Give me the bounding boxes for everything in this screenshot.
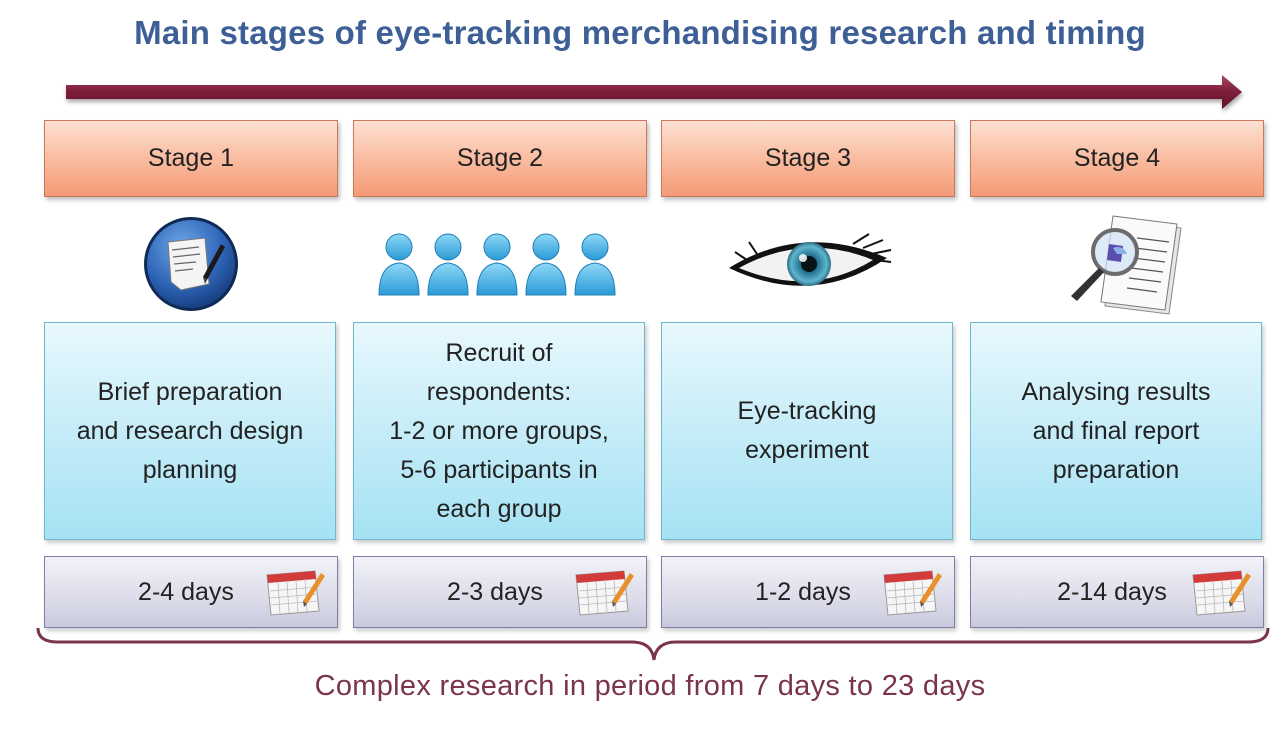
- stage-column-4: Stage 4 Analysing results and final repo…: [970, 120, 1264, 628]
- timeline-brace: [36, 627, 1270, 661]
- stage-description: Eye-tracking experiment: [737, 397, 877, 464]
- eye-icon: [729, 233, 892, 286]
- stage-header: Stage 2: [353, 120, 647, 197]
- stage-column-2: Stage 2 Recruit of respondents: 1-2 or m…: [353, 120, 647, 628]
- calendar-icon: [266, 570, 325, 616]
- stage-label: Stage 1: [147, 144, 235, 172]
- stage-description-box: Recruit of respondents: 1-2 or more grou…: [353, 322, 645, 540]
- document-pen-icon: [144, 217, 238, 311]
- duration-box: 2-14 days: [970, 556, 1264, 628]
- stage-label: Stage 2: [456, 144, 544, 172]
- duration-label: 2-4 days: [138, 577, 234, 606]
- stage-description: Recruit of respondents: 1-2 or more grou…: [389, 338, 609, 523]
- stage-header: Stage 1: [44, 120, 338, 197]
- stage-label: Stage 3: [764, 144, 852, 172]
- stage-description-box: Brief preparation and research design pl…: [44, 322, 336, 540]
- duration-label: 1-2 days: [755, 577, 851, 606]
- timeline-arrow: [66, 75, 1242, 109]
- diagram-title: Main stages of eye-tracking merchandisin…: [134, 14, 1146, 51]
- stage-header: Stage 4: [970, 120, 1264, 197]
- magnifier-report-icon: [1071, 215, 1182, 315]
- stage-label: Stage 4: [1073, 144, 1161, 172]
- people-group-icon: [378, 233, 616, 296]
- duration-box: 2-4 days: [44, 556, 338, 628]
- duration-box: 1-2 days: [661, 556, 955, 628]
- stage-description-box: Analysing results and final report prepa…: [970, 322, 1262, 540]
- total-period-caption: Complex research in period from 7 days t…: [314, 670, 986, 702]
- stage-header: Stage 3: [661, 120, 955, 197]
- stage-description: Brief preparation and research design pl…: [76, 377, 304, 484]
- duration-label: 2-3 days: [447, 577, 543, 606]
- stage-column-1: Stage 1 Brief preparation and research d…: [44, 120, 338, 628]
- stage-description: Analysing results and final report prepa…: [1021, 377, 1211, 484]
- stage-column-3: Stage 3 Eye-tracking experiment: [661, 120, 955, 628]
- calendar-icon: [575, 570, 634, 616]
- duration-label: 2-14 days: [1057, 577, 1167, 606]
- calendar-icon: [1192, 570, 1251, 616]
- stage-description-box: Eye-tracking experiment: [661, 322, 953, 540]
- calendar-icon: [883, 570, 942, 616]
- duration-box: 2-3 days: [353, 556, 647, 628]
